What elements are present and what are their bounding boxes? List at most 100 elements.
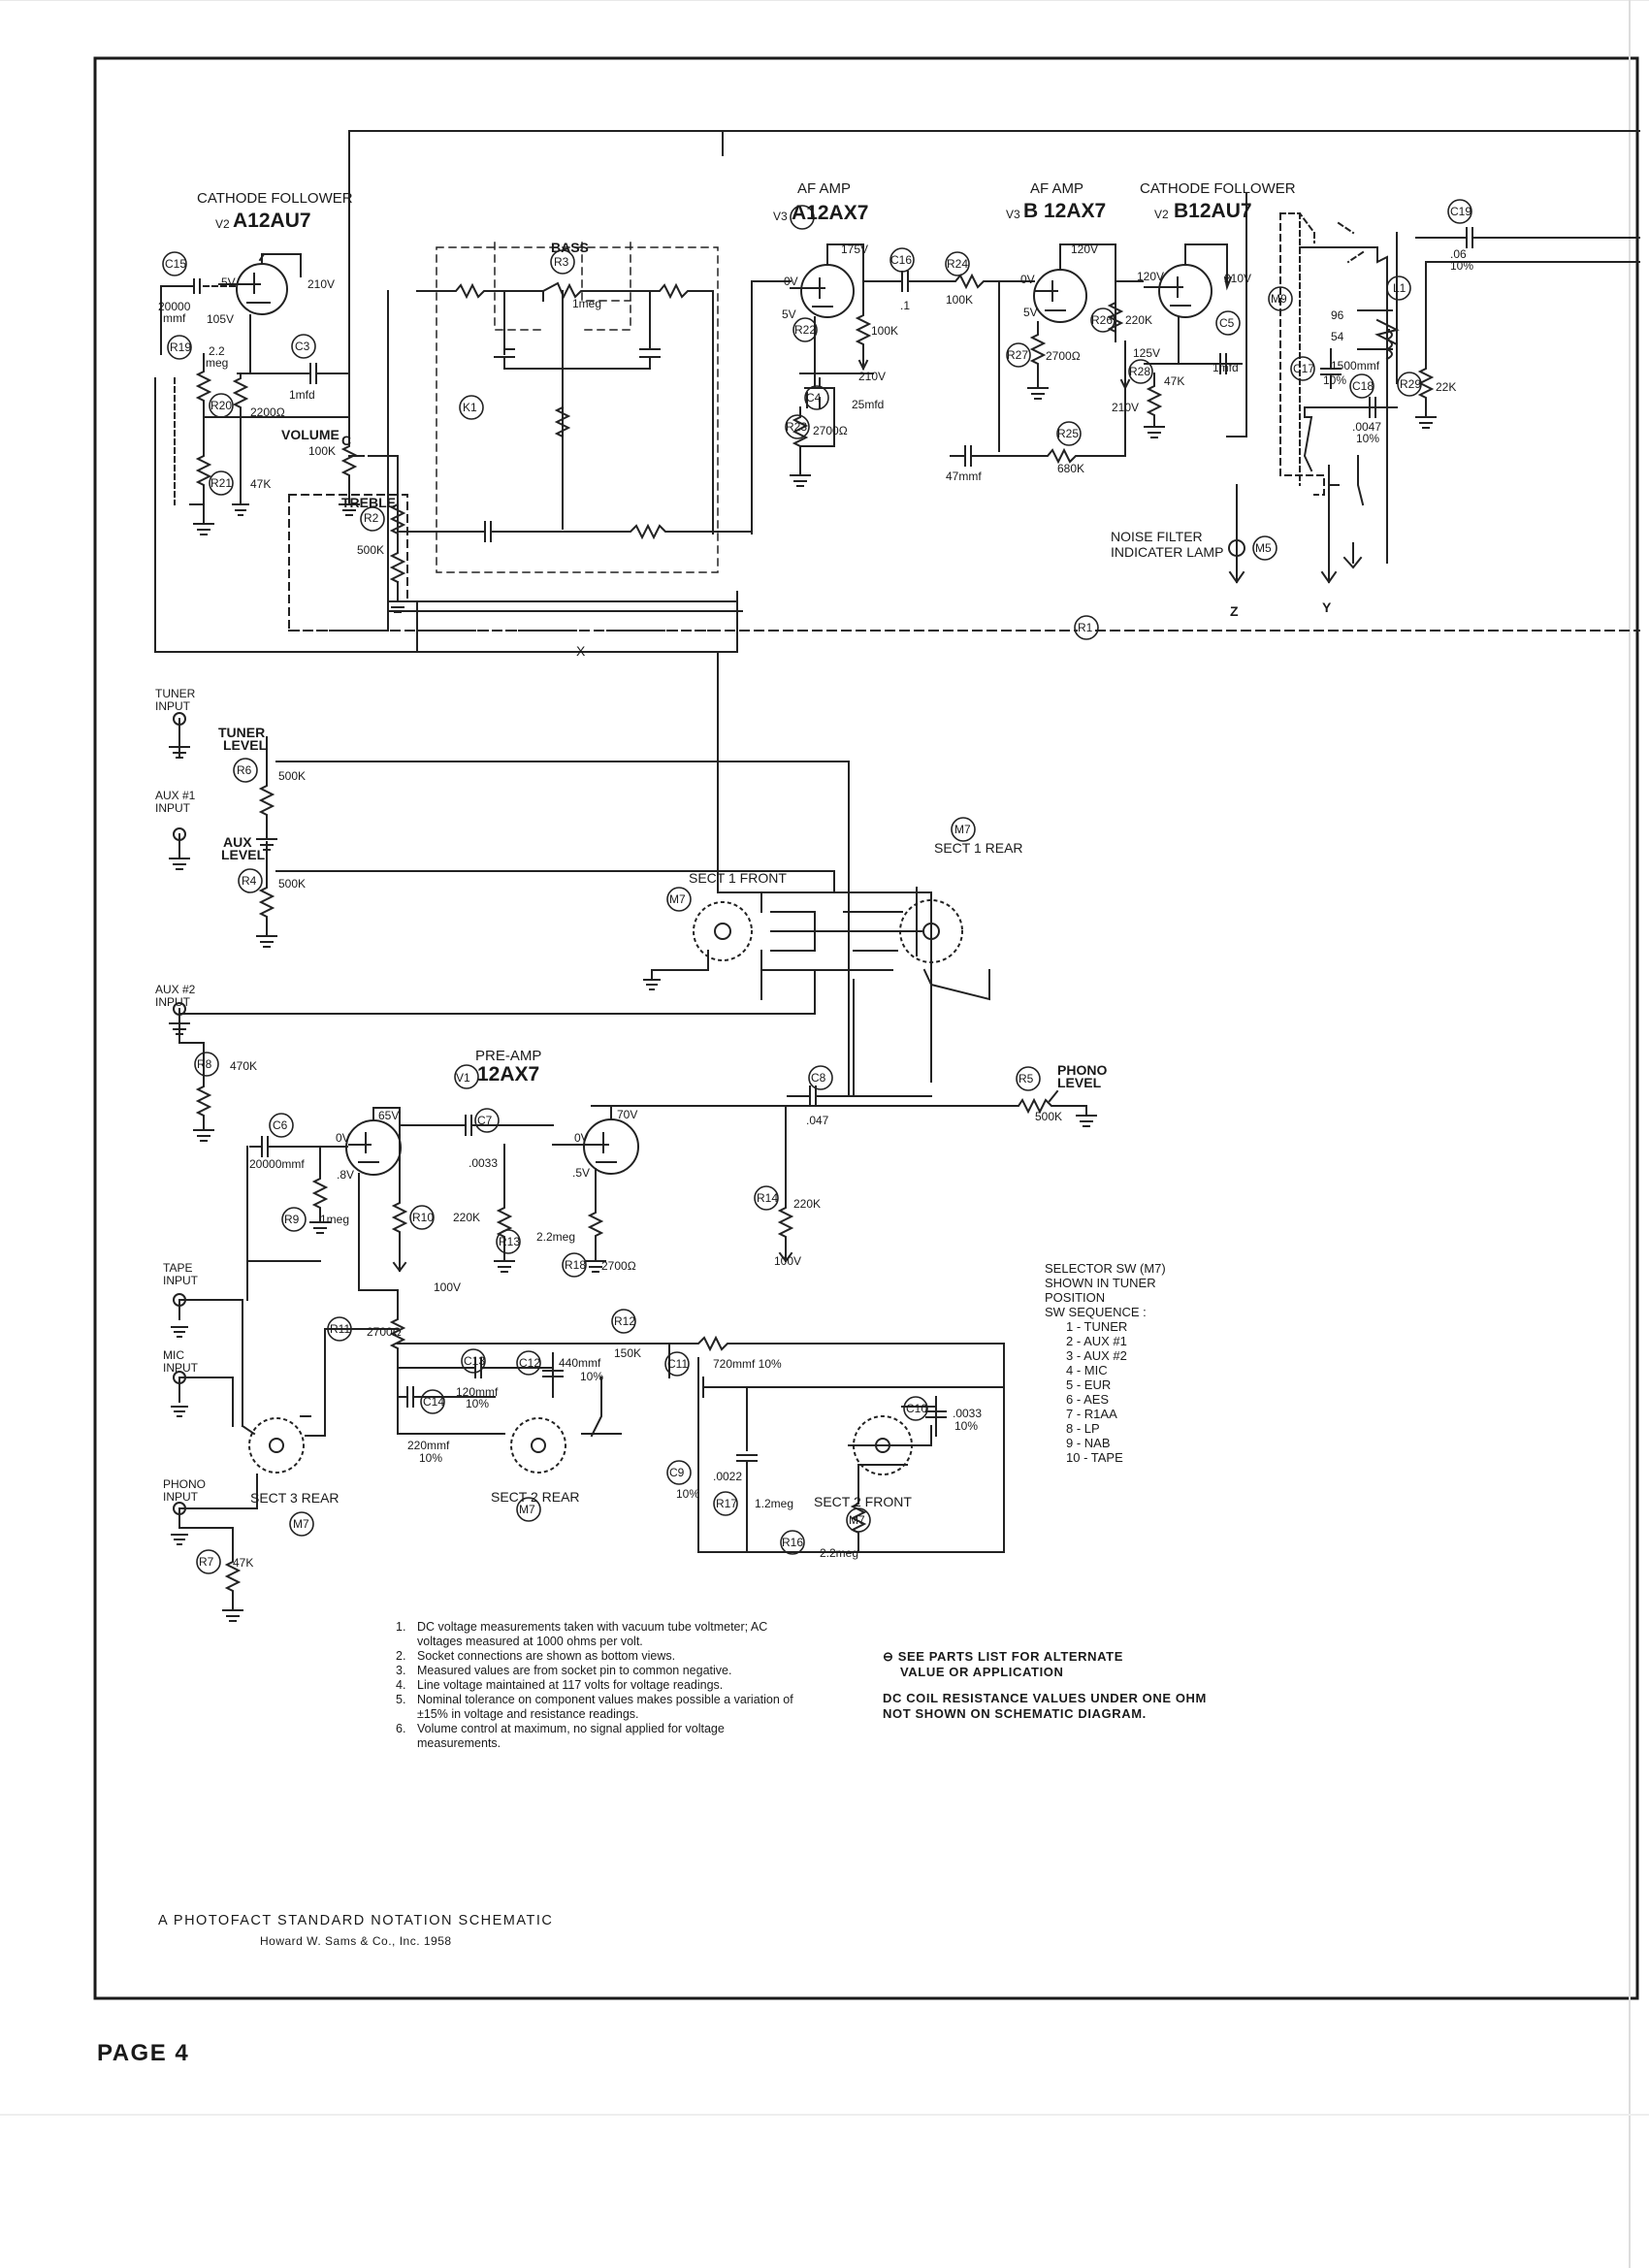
val-r17: 1.2meg	[755, 1497, 794, 1510]
val-r19-1: 2.2	[209, 344, 225, 358]
ref-r16: R16	[782, 1536, 804, 1549]
volt-v2a-p: 5V	[221, 275, 236, 289]
val-r11: 2700Ω	[367, 1325, 402, 1339]
val-r5: 500K	[1035, 1110, 1063, 1123]
ref-r21: R21	[210, 476, 233, 490]
label-x: X	[576, 643, 586, 659]
stage-title-preamp: PRE-AMP	[475, 1048, 542, 1064]
volt-v2b-g: 120V	[1137, 270, 1165, 283]
selector-title-3: POSITION	[1045, 1290, 1106, 1305]
v3b-designator: V3	[1006, 208, 1020, 221]
volt-v2b-p: 210V	[1224, 272, 1252, 285]
val-c18-2: 10%	[1356, 432, 1380, 445]
label-y: Y	[1322, 599, 1332, 615]
val-r24: 100K	[946, 293, 974, 307]
volt-v1a-plate: 65V	[378, 1109, 400, 1122]
val-c15-2: mmf	[163, 311, 186, 325]
ref-c18: C18	[1352, 379, 1374, 393]
val-c13-2: 10%	[466, 1397, 490, 1410]
ref-r25: R25	[1057, 427, 1080, 440]
v3a-designator: V3	[773, 210, 788, 223]
label-sect2-front: SECT 2 FRONT	[814, 1494, 912, 1509]
val-c19-2: 10%	[1450, 259, 1474, 273]
selector-item: 7 - R1AA	[1066, 1407, 1117, 1421]
noise-filter-label-1: NOISE FILTER	[1111, 529, 1203, 544]
aux1-input-label-1: AUX #1	[155, 789, 196, 802]
val-c15-1: 20000	[158, 300, 191, 313]
selector-title-4: SW SEQUENCE :	[1045, 1305, 1147, 1319]
alt-note-2: VALUE OR APPLICATION	[900, 1664, 1064, 1679]
ref-m9: M9	[1271, 292, 1287, 306]
ref-m7-front: M7	[669, 892, 686, 906]
ref-m7-sect2f: M7	[849, 1513, 865, 1527]
stage-title-cf-b: CATHODE FOLLOWER	[1140, 180, 1296, 197]
volume-label: VOLUME	[281, 427, 340, 442]
volt-v3a-plate: 175V	[841, 243, 869, 256]
ref-c15: C15	[165, 257, 187, 271]
volume-c-label: C	[341, 433, 352, 448]
val-c17-1: 1500mmf	[1331, 359, 1380, 373]
val-r10: 220K	[453, 1211, 481, 1224]
val-c17-2: 10%	[1323, 373, 1347, 387]
volt-b100a: 100V	[434, 1280, 462, 1294]
ref-r29: R29	[1400, 377, 1422, 391]
selector-item: 3 - AUX #2	[1066, 1348, 1127, 1363]
phono-level-label-2: LEVEL	[1057, 1075, 1102, 1090]
volt-v1a-k: .8V	[337, 1168, 355, 1182]
ref-r28: R28	[1129, 365, 1151, 378]
ref-m7-rear: M7	[954, 823, 971, 836]
selector-item: 1 - TUNER	[1066, 1319, 1128, 1334]
v1-tube-label: 12AX7	[477, 1063, 540, 1085]
ref-l1: L1	[1393, 281, 1406, 295]
label-z: Z	[1230, 603, 1239, 619]
val-c19-1: .06	[1450, 247, 1467, 261]
right-notes: ⊖ SEE PARTS LIST FOR ALTERNATE VALUE OR …	[883, 1649, 1207, 1721]
photofact-credit: A PHOTOFACT STANDARD NOTATION SCHEMATIC	[158, 1913, 554, 1928]
v1b-tube-symbol	[583, 1118, 639, 1175]
v2b-designator: V2	[1154, 208, 1169, 221]
val-c18-1: .0047	[1352, 420, 1382, 434]
ref-c10: C10	[906, 1402, 928, 1415]
dc-note-2: NOT SHOWN ON SCHEMATIC DIAGRAM.	[883, 1705, 1147, 1721]
mic-input-label-1: MIC	[163, 1348, 184, 1362]
treble-label: TREBLE	[341, 495, 396, 510]
ref-c17: C17	[1293, 362, 1315, 375]
note-3: Measured values are from socket pin to c…	[417, 1664, 732, 1677]
val-r25: 680K	[1057, 462, 1085, 475]
val-r26: 220K	[1125, 313, 1153, 327]
ref-c14: C14	[423, 1395, 445, 1409]
ref-r12: R12	[614, 1314, 636, 1328]
selector-item: 4 - MIC	[1066, 1363, 1108, 1377]
ref-m7-sect3: M7	[293, 1517, 309, 1531]
val-cap47: 47mmf	[946, 470, 982, 483]
ref-c6: C6	[273, 1118, 288, 1132]
ref-r3: R3	[554, 255, 569, 269]
ref-k1: K1	[463, 401, 477, 414]
tape-input-label-2: INPUT	[163, 1274, 198, 1287]
val-r3: 1meg	[572, 297, 602, 310]
val-c16: .1	[900, 299, 911, 312]
volt-v2a-k: 105V	[207, 312, 235, 326]
val-r9: 1meg	[320, 1213, 350, 1226]
ref-c8: C8	[811, 1071, 826, 1085]
bass-label: BASS	[551, 240, 589, 255]
ref-r9: R9	[284, 1213, 300, 1226]
val-c9-1: .0022	[713, 1470, 743, 1483]
selector-title-1: SELECTOR SW (M7)	[1045, 1261, 1166, 1276]
ref-r8: R8	[197, 1057, 212, 1071]
selector-item: 9 - NAB	[1066, 1436, 1111, 1450]
val-r12: 150K	[614, 1346, 642, 1360]
ref-r14: R14	[757, 1191, 779, 1205]
noise-filter-label-2: INDICATER LAMP	[1111, 544, 1224, 560]
val-c5: 1mfd	[1212, 361, 1239, 374]
note-5: Nominal tolerance on component values ma…	[417, 1693, 793, 1721]
v2a-tube-label: A12AU7	[233, 210, 311, 232]
ref-r17: R17	[716, 1497, 738, 1510]
tuner-level-label-2: LEVEL	[223, 737, 268, 753]
val-c4: 25mfd	[852, 398, 885, 411]
tuner-input-label-2: INPUT	[155, 699, 190, 713]
volt-v3b-plate: 120V	[1071, 243, 1099, 256]
ref-r27: R27	[1007, 348, 1029, 362]
